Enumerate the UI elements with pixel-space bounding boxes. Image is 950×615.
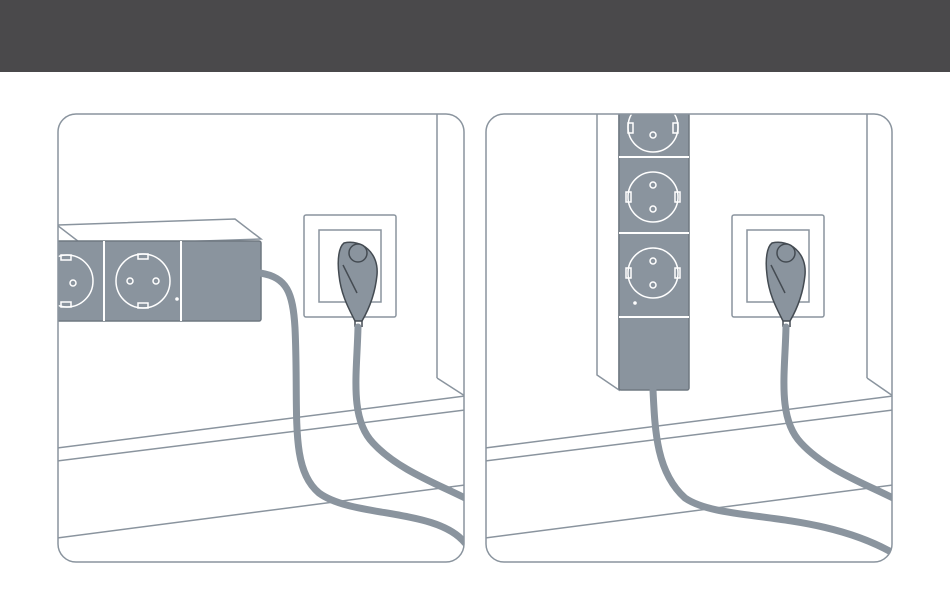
wall-icon [437, 113, 465, 396]
panel-horizontal-strip [57, 113, 465, 563]
panel-vertical-strip [485, 113, 893, 563]
horizontal-strip-illustration [57, 113, 465, 563]
header-bar [0, 0, 950, 72]
wall-icon [867, 113, 893, 396]
power-strip-icon [597, 113, 689, 390]
vertical-strip-illustration [485, 113, 893, 563]
power-strip-icon [57, 219, 261, 321]
